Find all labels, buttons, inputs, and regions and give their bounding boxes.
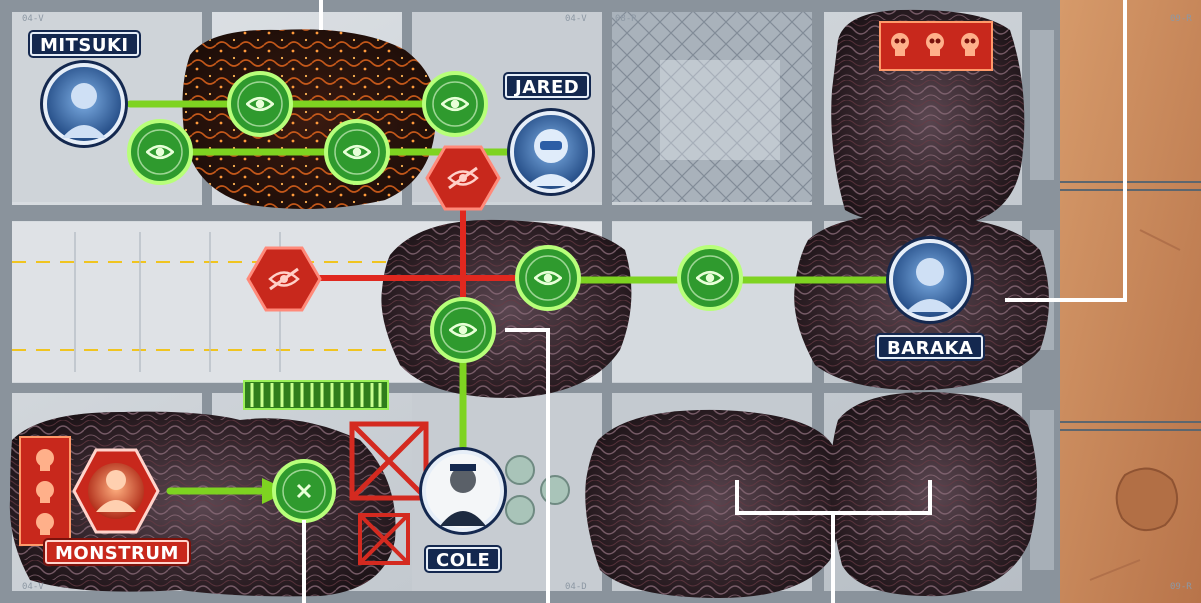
tile-code: 04-V: [22, 14, 44, 24]
jared-portrait[interactable]: [507, 108, 595, 196]
los-token-clear: [129, 121, 191, 183]
los-token-clear: [424, 73, 486, 135]
los-token-clear: [432, 299, 494, 361]
mitsuki-portrait[interactable]: [40, 60, 128, 148]
los-token-clear: [517, 247, 579, 309]
tile-code: 04-V: [22, 582, 44, 592]
baraka-portrait[interactable]: [886, 236, 974, 324]
los-token-clear: [679, 247, 741, 309]
skull-icon: [891, 33, 979, 56]
door-icon[interactable]: [244, 381, 388, 409]
character-name-label: BARAKA: [877, 335, 983, 359]
cole-portrait[interactable]: [419, 447, 507, 535]
character-name-label: COLE: [426, 547, 500, 571]
tile-code: 09-R: [1170, 14, 1192, 24]
tile-code: 08-R: [615, 14, 637, 24]
character-name-label: MONSTRUM: [45, 540, 189, 564]
character-name-label: MITSUKI: [30, 32, 139, 56]
character-name-label: JARED: [505, 74, 589, 98]
skull-threat-tracker: [880, 22, 992, 70]
tile-code: 04-V: [565, 14, 587, 24]
tile-code: 09-R: [1170, 582, 1192, 592]
los-token-clear: [326, 121, 388, 183]
skull-threat-tracker: [20, 437, 70, 545]
los-token-clear: [229, 73, 291, 135]
tile-code: 04-D: [565, 582, 587, 592]
move-target-token[interactable]: [274, 461, 334, 521]
skull-icon: [36, 449, 54, 535]
rock: [1117, 469, 1177, 531]
